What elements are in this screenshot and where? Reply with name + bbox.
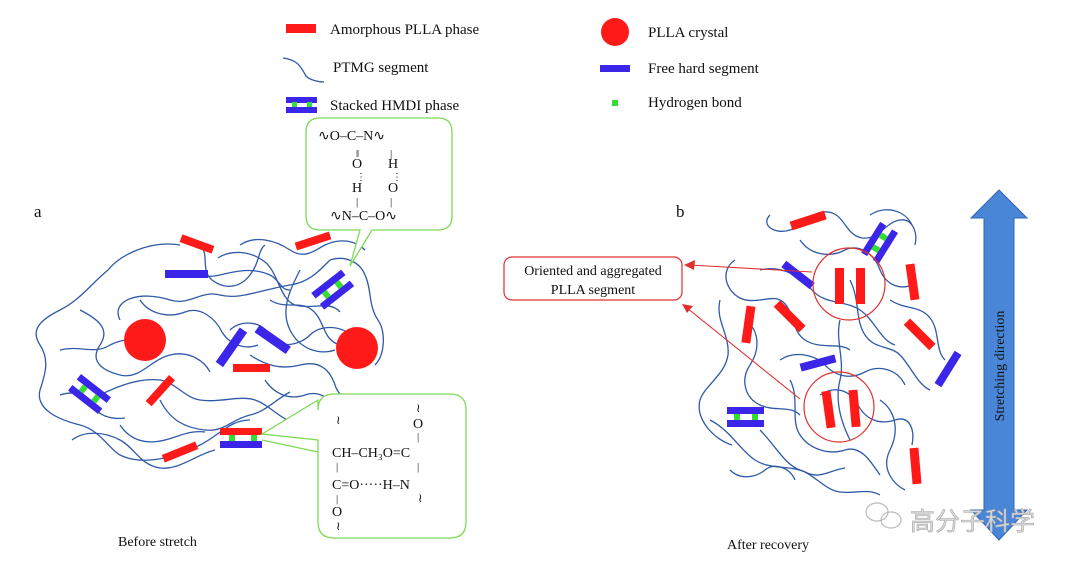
free-hard-segment xyxy=(799,354,837,372)
legend-label-hbond: Hydrogen bond xyxy=(648,95,742,111)
panel-a-components xyxy=(68,231,378,463)
panel-a-caption: Before stretch xyxy=(118,535,197,550)
oriented-plla-segment xyxy=(848,389,861,428)
legend-label-free-hard: Free hard segment xyxy=(648,61,760,77)
svg-text:⋮: ⋮ xyxy=(356,172,366,183)
watermark-text: 高分子科学 xyxy=(910,507,1035,536)
amorphous-plla-segment xyxy=(905,263,920,301)
legend-label-ptmg: PTMG segment xyxy=(333,60,429,76)
amorphous-plla-segment xyxy=(909,447,922,485)
svg-text:CH–CH₃O=C: CH–CH₃O=C xyxy=(332,446,410,461)
legend: Amorphous PLLA phase PTMG segment Stacke… xyxy=(282,18,760,114)
amorphous-plla-legend-icon xyxy=(286,24,316,33)
stacked-plla-hmdi-phase xyxy=(220,428,262,448)
svg-text:‖: ‖ xyxy=(356,148,359,160)
panel-b-components xyxy=(727,210,962,485)
svg-text:H: H xyxy=(352,181,362,196)
amorphous-plla-segment xyxy=(773,300,806,333)
oriented-plla-segment xyxy=(835,268,844,304)
oriented-plla-segment xyxy=(856,268,865,304)
svg-text:|: | xyxy=(417,431,419,443)
svg-text:≀: ≀ xyxy=(416,401,421,415)
plla-crystal xyxy=(124,319,166,361)
free-hard-segment-legend-icon xyxy=(600,65,630,72)
legend-label-amorphous: Amorphous PLLA phase xyxy=(330,22,480,38)
panel-a-letter: a xyxy=(34,202,42,221)
svg-text:|: | xyxy=(390,148,392,160)
panel-b-chains xyxy=(698,209,946,496)
svg-text:O: O xyxy=(332,505,342,520)
stacked-hmdi-phase xyxy=(311,269,355,310)
stretching-direction-label: Stretching direction xyxy=(993,311,1008,422)
svg-text:O: O xyxy=(352,157,362,172)
legend-label-stacked-hmdi: Stacked HMDI phase xyxy=(330,98,459,114)
arrow-head-icon xyxy=(682,304,693,313)
free-hard-segment xyxy=(215,327,248,368)
amorphous-plla-segment xyxy=(903,318,936,351)
plla-crystal-legend-icon xyxy=(601,18,629,46)
watermark: 高分子科学 xyxy=(865,502,1035,536)
stacked-hmdi-legend-icon xyxy=(286,97,317,113)
amorphous-plla-segment xyxy=(294,231,332,251)
svg-text:C=O·····H–N: C=O·····H–N xyxy=(332,478,410,493)
amorphous-plla-segment xyxy=(789,210,827,231)
free-hard-segment xyxy=(781,260,815,290)
stacked-hmdi-phase xyxy=(861,221,899,264)
panel-b-caption: After recovery xyxy=(727,538,809,553)
svg-text:|: | xyxy=(356,196,358,208)
oriented-plla-annotation: Oriented and aggregated PLLA segment xyxy=(503,256,813,400)
svg-text:≀: ≀ xyxy=(336,519,341,533)
amorphous-plla-segment xyxy=(145,374,176,407)
free-hard-segment xyxy=(934,350,962,388)
stacked-hmdi-phase xyxy=(727,407,764,427)
free-hard-segment xyxy=(165,270,208,278)
amorphous-plla-segment xyxy=(179,234,215,254)
svg-text:O: O xyxy=(388,181,398,196)
amorphous-plla-segment xyxy=(233,364,270,372)
annotation-line2: PLLA segment xyxy=(551,283,635,298)
amorphous-plla-segment xyxy=(741,305,756,344)
svg-text:∿O–C–N∿: ∿O–C–N∿ xyxy=(318,129,385,144)
svg-text:|: | xyxy=(336,461,338,473)
svg-text:O: O xyxy=(413,417,423,432)
hydrogen-bond-legend-icon xyxy=(612,100,618,106)
svg-text:∿N–C–O∿: ∿N–C–O∿ xyxy=(330,209,397,224)
free-hard-segment xyxy=(254,324,291,354)
stacked-hmdi-phase xyxy=(68,374,111,414)
ptmg-legend-icon xyxy=(282,57,325,83)
svg-text:≀: ≀ xyxy=(418,491,423,505)
svg-text:|: | xyxy=(336,493,338,505)
plla-crystal xyxy=(336,327,378,369)
amorphous-plla-segment xyxy=(161,441,199,463)
annotation-line1: Oriented and aggregated xyxy=(524,264,662,279)
svg-text:H: H xyxy=(388,157,398,172)
urethane-hbond-callout: ∿O–C–N∿ ‖ | O H ⋮ ⋮ H O | | ∿N–C–O∿ xyxy=(305,117,453,267)
arrow-head-icon xyxy=(684,260,695,270)
oriented-cluster-circle xyxy=(803,371,875,443)
oriented-plla-segment xyxy=(821,390,836,429)
wechat-icon xyxy=(865,502,902,529)
svg-text:⋮: ⋮ xyxy=(392,172,402,183)
panel-b-letter: b xyxy=(676,202,685,221)
svg-text:≀: ≀ xyxy=(336,413,341,427)
svg-text:|: | xyxy=(417,461,419,473)
ester-hbond-callout: ≀ O | ≀ CH–CH₃O=C | C=O·····H–N | O ≀ | … xyxy=(260,393,467,539)
oriented-cluster-circle xyxy=(812,247,886,321)
legend-label-crystal: PLLA crystal xyxy=(648,25,728,41)
svg-text:|: | xyxy=(390,196,392,208)
stretching-direction-arrow: Stretching direction xyxy=(969,189,1029,541)
